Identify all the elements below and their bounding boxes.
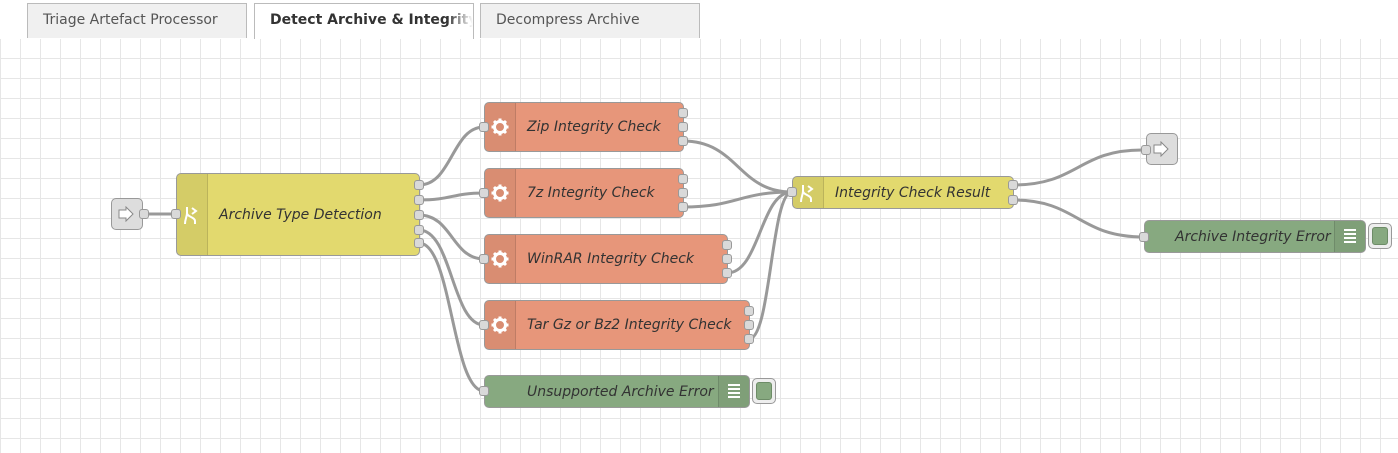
link-in-icon (118, 206, 134, 222)
flow-canvas[interactable]: Archive Type Detection Zip Integrity Che… (0, 39, 1398, 453)
gear-icon (491, 316, 509, 334)
unsupported-archive-error-toggle-button[interactable] (752, 378, 776, 404)
unsupported-archive-error-node[interactable]: Unsupported Archive Error (484, 375, 750, 408)
wire[interactable] (1012, 148, 1143, 187)
zip-integrity-check-output-port-1[interactable] (678, 108, 688, 118)
tab-decompress-archive[interactable]: Decompress Archive (480, 3, 700, 38)
link-in-node[interactable] (111, 198, 143, 230)
list-icon (1344, 228, 1356, 243)
tar-gz-bz2-integrity-check-output-port-3[interactable] (744, 334, 754, 344)
gear-icon (491, 250, 509, 268)
integrity-check-result-output-port-2[interactable] (1008, 195, 1018, 205)
wire[interactable] (418, 213, 485, 261)
7z-integrity-check-icon-box (485, 169, 516, 217)
wire[interactable] (748, 190, 793, 341)
link-out-node[interactable] (1146, 133, 1178, 165)
integrity-check-result-output-port-1[interactable] (1008, 180, 1018, 190)
winrar-integrity-check-output-port-1[interactable] (722, 240, 732, 250)
link-out-icon (1153, 141, 1169, 157)
archive-integrity-error-label: Archive Integrity Error (1175, 228, 1331, 245)
wire[interactable] (418, 191, 485, 202)
winrar-integrity-check-icon-box (485, 235, 516, 283)
7z-integrity-check-output-port-2[interactable] (678, 188, 688, 198)
wire[interactable] (682, 190, 793, 209)
workspace-tab-bar: Triage Artefact Processor Detect Archive… (0, 0, 1398, 40)
winrar-integrity-check-output-port-3[interactable] (722, 268, 732, 278)
wire-layer (149, 125, 1145, 393)
winrar-integrity-check-output-port-2[interactable] (722, 254, 732, 264)
gear-icon (491, 184, 509, 202)
switch-icon (800, 184, 814, 202)
tab-triage-artefact-processor[interactable]: Triage Artefact Processor (27, 3, 247, 38)
tar-gz-bz2-integrity-check-icon-box (485, 301, 516, 349)
archive-type-detection-output-port-4[interactable] (414, 225, 424, 235)
tab-detect-archive-integrity[interactable]: Detect Archive & Integrity Check (254, 3, 474, 40)
tar-gz-bz2-integrity-check-label: Tar Gz or Bz2 Integrity Check (527, 317, 732, 333)
tar-gz-bz2-integrity-check-node[interactable]: Tar Gz or Bz2 Integrity Check (484, 300, 750, 350)
tar-gz-bz2-integrity-check-input-port[interactable] (479, 320, 489, 330)
wire[interactable] (418, 241, 485, 393)
archive-type-detection-output-port-3[interactable] (414, 210, 424, 220)
tar-gz-bz2-integrity-check-output-port-1[interactable] (744, 306, 754, 316)
archive-type-detection-node[interactable]: Archive Type Detection (176, 173, 420, 256)
integrity-check-result-icon-box (793, 177, 824, 208)
integrity-check-result-input-port[interactable] (787, 187, 797, 197)
7z-integrity-check-node[interactable]: 7z Integrity Check (484, 168, 684, 218)
integrity-check-result-node[interactable]: Integrity Check Result (792, 176, 1014, 209)
archive-integrity-error-input-port[interactable] (1139, 232, 1149, 242)
archive-type-detection-output-port-2[interactable] (414, 195, 424, 205)
tab-fade (447, 4, 473, 39)
unsupported-archive-error-label: Unsupported Archive Error (527, 383, 714, 400)
winrar-integrity-check-input-port[interactable] (479, 254, 489, 264)
gear-icon (491, 118, 509, 136)
7z-integrity-check-output-port-1[interactable] (678, 174, 688, 184)
archive-type-detection-output-port-1[interactable] (414, 180, 424, 190)
archive-integrity-error-node[interactable]: Archive Integrity Error (1144, 220, 1366, 253)
zip-integrity-check-output-port-3[interactable] (678, 136, 688, 146)
archive-integrity-error-toggle-button[interactable] (1368, 223, 1392, 249)
link-in-output-port[interactable] (139, 209, 149, 219)
zip-integrity-check-node[interactable]: Zip Integrity Check (484, 102, 684, 152)
wire[interactable] (418, 228, 485, 327)
zip-integrity-check-output-port-2[interactable] (678, 122, 688, 132)
zip-integrity-check-icon-box (485, 103, 516, 151)
wire[interactable] (418, 125, 485, 187)
tab-label: Triage Artefact Processor (43, 12, 218, 28)
winrar-integrity-check-label: WinRAR Integrity Check (527, 251, 695, 267)
tab-label: Decompress Archive (496, 12, 640, 28)
tar-gz-bz2-integrity-check-output-port-2[interactable] (744, 320, 754, 330)
unsupported-archive-error-input-port[interactable] (479, 386, 489, 396)
zip-integrity-check-label: Zip Integrity Check (527, 119, 661, 135)
7z-integrity-check-input-port[interactable] (479, 188, 489, 198)
list-icon (728, 383, 740, 398)
archive-type-detection-label: Archive Type Detection (219, 206, 382, 223)
zip-integrity-check-input-port[interactable] (479, 122, 489, 132)
unsupported-archive-error-icon-box (718, 376, 749, 407)
switch-icon (184, 206, 198, 224)
wire[interactable] (726, 190, 793, 275)
wire[interactable] (682, 139, 793, 194)
archive-type-detection-input-port[interactable] (171, 209, 181, 219)
wire[interactable] (1012, 198, 1145, 239)
integrity-check-result-label: Integrity Check Result (835, 184, 991, 201)
archive-integrity-error-icon-box (1334, 221, 1365, 252)
tab-label: Detect Archive & Integrity Check (270, 12, 474, 28)
link-out-input-port[interactable] (1141, 145, 1151, 155)
archive-type-detection-icon-box (177, 174, 208, 255)
winrar-integrity-check-node[interactable]: WinRAR Integrity Check (484, 234, 728, 284)
archive-type-detection-output-port-5[interactable] (414, 238, 424, 248)
7z-integrity-check-output-port-3[interactable] (678, 202, 688, 212)
7z-integrity-check-label: 7z Integrity Check (527, 185, 655, 201)
